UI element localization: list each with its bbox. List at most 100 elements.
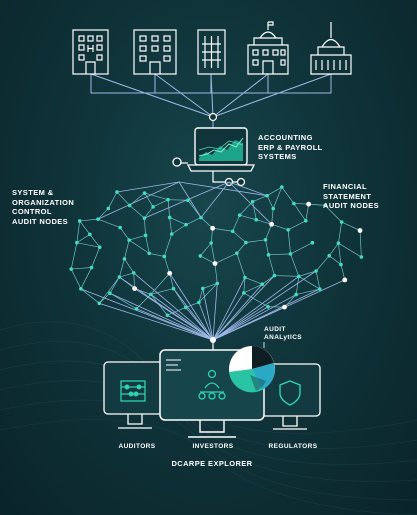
network-edge [80,288,100,304]
network-edge [89,234,100,248]
network-edge [293,203,309,205]
network-edge [70,268,82,289]
network-edge [149,253,165,257]
system-nodes-label: SYSTEM & ORGANIZATION CONTROL AUDIT NODE… [12,188,75,226]
network-edge [256,219,272,225]
network-edge [338,242,362,258]
network-edge [315,270,321,290]
hub-edge [212,277,246,341]
network-edge [296,288,320,295]
network-edge [144,218,146,236]
network-node [132,286,138,291]
hub-edge [178,181,268,197]
audit-analytics-label: AUDIT ANALytICS [264,326,303,341]
accounting-label: ACCOUNTING ERP & PAYROLL SYSTEMS [258,133,323,161]
network-node [254,217,259,222]
network-edge [80,267,92,289]
network-edge [210,228,214,244]
hub-edge [212,283,218,341]
network-node [317,287,322,291]
network-edge [340,264,346,280]
network-edge [315,255,330,272]
network-node [169,232,174,236]
hub-edge [178,181,202,218]
switch-node-b [236,177,246,187]
network-edge [129,234,146,241]
network-edge [163,256,170,274]
network-edge [91,247,101,268]
network-node [106,206,111,211]
auditors-label: AUDITORS [118,443,156,450]
network-edge [116,191,130,206]
network-edge [169,217,187,226]
network-edge [305,204,309,221]
hub-edge [97,181,180,220]
network-edge [79,218,99,222]
network-node [237,213,242,217]
network-node [165,313,170,318]
network-edge [167,307,186,316]
hub-edge [202,288,214,341]
network-edge [328,242,339,256]
network-edge [236,253,246,278]
network-edge [295,276,300,295]
laptop-left-node [172,157,182,167]
network-edge [265,224,272,240]
hub-edge [228,181,272,225]
hub-edge [169,273,214,341]
network-edge [200,242,212,257]
network-edge [119,272,134,278]
network-edge [109,276,120,294]
network-node [115,190,119,194]
hub-edge [198,302,214,341]
network-node [280,185,284,189]
network-node [96,217,100,221]
network-edge [76,234,91,244]
network-node [230,229,235,234]
network-node [212,261,218,266]
network-edge [290,242,313,255]
network-node [265,193,269,198]
network-node [286,227,290,232]
network-node [359,255,364,259]
network-edge [252,195,268,203]
network-node [166,197,170,202]
hub-edge [185,307,214,341]
network-node [79,287,83,291]
network-edge [214,263,218,284]
network-edge [152,199,169,208]
office-building-icon [133,29,177,75]
network-node [336,241,341,245]
capitol-icon [310,22,352,75]
network-node [294,292,298,297]
building-icon [72,29,109,75]
network-edge [266,195,274,209]
network-edge [262,275,275,285]
network-node [243,275,247,280]
network-node [198,254,203,258]
network-edge [232,230,247,243]
network-node [97,245,102,249]
network-node [266,304,270,309]
network-edge [236,242,247,254]
network-edge [169,273,174,289]
network-edge [271,223,289,231]
network-edge [124,240,130,259]
network-node [339,220,344,224]
network-edge [168,199,188,201]
network-edge [79,220,91,235]
hub-edge [116,181,180,193]
network-node [97,301,102,306]
network-edge [243,283,263,294]
network-node [122,257,127,261]
network-node [282,304,287,310]
network-node [88,232,92,237]
network-edge [202,283,218,289]
network-node [215,281,220,286]
network-edge [329,255,342,265]
network-edge [287,229,291,254]
network-edge [243,277,246,293]
hub-edge [134,288,214,341]
